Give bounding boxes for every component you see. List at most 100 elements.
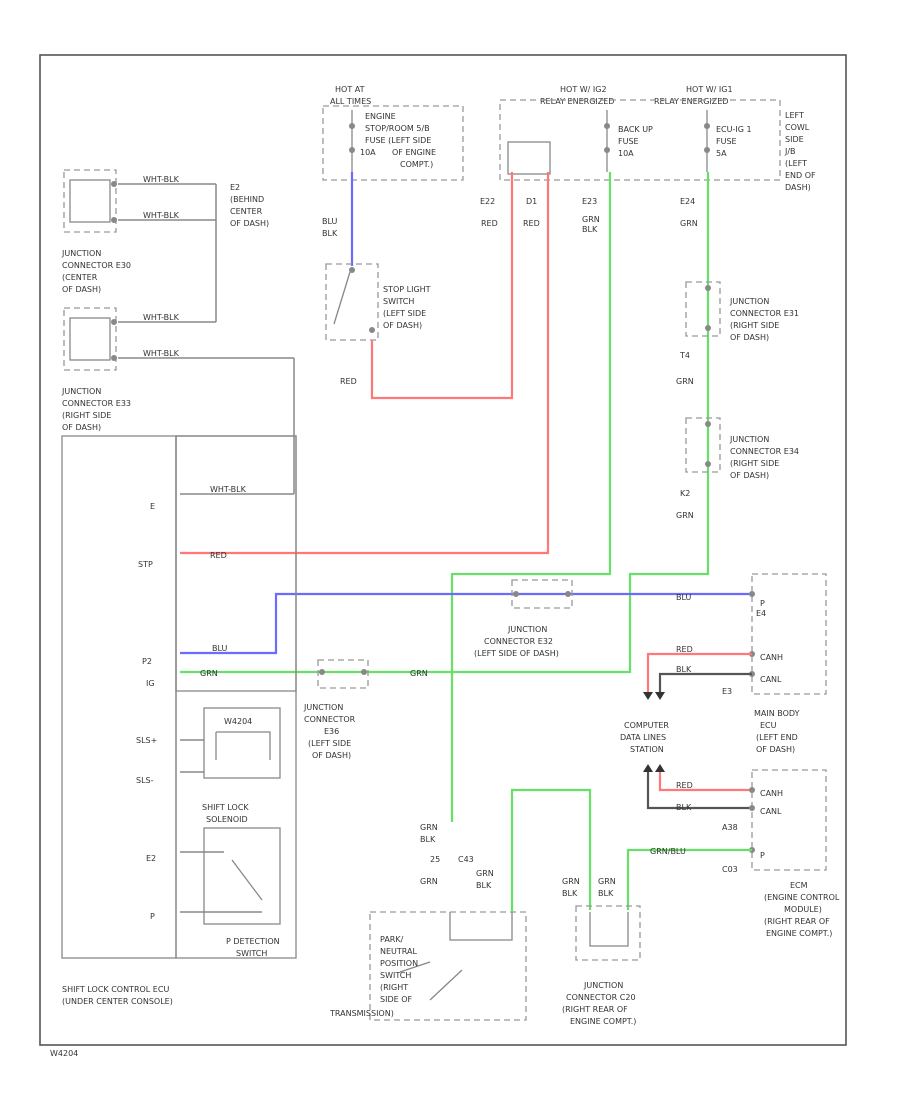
jc-e32-label-3: (LEFT SIDE OF DASH) xyxy=(474,649,559,658)
jc-e30-label-1: JUNCTION xyxy=(61,249,101,258)
wire-blk-pnp-2: BLK xyxy=(476,881,492,890)
ecu-pin-e2: E2 xyxy=(146,854,156,863)
e2-label-3: CENTER xyxy=(230,207,263,216)
ecu-pin-e: E xyxy=(150,502,155,511)
ecm-label-2: (ENGINE CONTROL xyxy=(764,893,840,902)
wire-red-ecm: RED xyxy=(676,781,693,790)
e2-label-2: (BEHIND xyxy=(230,195,264,204)
mainbody-label-3: (LEFT END xyxy=(756,733,798,742)
backup-fuse-1: BACK UP xyxy=(618,125,653,134)
stoplight-label-2: SWITCH xyxy=(383,297,414,306)
main-body-ecu-box xyxy=(751,573,827,695)
wire-grn-pnp-3: GRN xyxy=(476,869,494,878)
hot-at-label-2: ALL TIMES xyxy=(330,97,371,106)
wire-blk-label: BLK xyxy=(322,229,338,238)
jc-e31-label-1: JUNCTION xyxy=(729,297,769,306)
green-wire-ecuig xyxy=(180,172,710,674)
hot-at-group: HOT AT ALL TIMES ENGINE STOP/ROOM 5/B FU… xyxy=(322,85,464,181)
ecm-label-3: MODULE) xyxy=(784,905,822,914)
wire-wht-blk-3: WHT-BLK xyxy=(143,313,180,322)
pin-e4: E4 xyxy=(756,609,766,618)
mainbody-label-1: MAIN BODY xyxy=(754,709,800,718)
junction-e33-group: WHT-BLK WHT-BLK WHT-BLK JUNCTION CONNECT… xyxy=(61,307,295,495)
pdet-label-2: SWITCH xyxy=(236,949,267,958)
pin-c43: C43 xyxy=(458,855,474,864)
wire-grn-pnp-1: GRN xyxy=(420,823,438,832)
relay-energized-1: RELAY ENERGIZED xyxy=(540,97,614,106)
doc-id: W4204 xyxy=(50,1049,78,1058)
jc-e31-label-4: OF DASH) xyxy=(730,333,769,342)
stop-fuse-text-3: FUSE (LEFT SIDE xyxy=(365,136,431,145)
relay-contact xyxy=(507,141,551,175)
wire-blu-label: BLU xyxy=(322,217,338,226)
ecm-canh: CANH xyxy=(760,789,783,798)
wire-blu-p2: BLU xyxy=(212,644,228,653)
wire-grn-c20-1: GRN xyxy=(562,877,580,886)
cowl-6: END OF xyxy=(785,171,816,180)
hot-at-label: HOT AT xyxy=(335,85,365,94)
wire-grn-mid: GRN xyxy=(676,377,694,386)
main-body-ecu-group: P E4 CANH CANL E3 MAIN BODY ECU (LEFT EN… xyxy=(722,573,827,754)
junction-c20-group: GRN BLK GRN BLK JUNCTION CONNECTOR C20 (… xyxy=(562,877,641,1026)
jc-e30-box xyxy=(63,169,117,233)
junction-block-box xyxy=(499,99,781,181)
red-wire-stp xyxy=(180,172,550,555)
blue-wire-p2 xyxy=(180,592,752,655)
shift-lock-ecu-group: E STP P2 IG SLS+ SLS- E2 P W4204 SHIFT L… xyxy=(61,435,297,1006)
jc-e36-label-2: CONNECTOR xyxy=(304,715,356,724)
jc-e33-label-3: (RIGHT SIDE xyxy=(62,411,111,420)
pdet-switch xyxy=(231,859,263,901)
pnp-box xyxy=(369,911,527,1021)
stoplight-box xyxy=(325,263,379,341)
shift-ecu-left xyxy=(61,435,177,959)
hot-ig2-label: HOT W/ IG2 xyxy=(560,85,607,94)
shift-ecu-label-1: SHIFT LOCK CONTROL ECU xyxy=(62,985,169,994)
wire-blk-ecm: BLK xyxy=(676,803,692,812)
jc-e36-label-5: OF DASH) xyxy=(312,751,351,760)
cowl-5: (LEFT xyxy=(785,159,807,168)
ecu-pin-sls-minus: SLS- xyxy=(136,776,154,785)
hot-ig1-label: HOT W/ IG1 xyxy=(686,85,733,94)
red-wire-relay-loop xyxy=(370,172,514,400)
wire-red-canh: RED xyxy=(676,645,693,654)
pnp-switch-group: GRN BLK 25 C43 GRN GRN BLK PARK/ NEUTRAL… xyxy=(329,823,527,1021)
jc-e36-label-1: JUNCTION xyxy=(303,703,343,712)
pnp-label-6: SIDE OF xyxy=(380,995,412,1004)
cdls-label-2: DATA LINES xyxy=(620,733,666,742)
pin-e22: E22 xyxy=(480,197,495,206)
solenoid-code: W4204 xyxy=(224,717,252,726)
ecm-pin-p: P xyxy=(760,851,765,860)
jc-e31-box xyxy=(685,281,721,337)
switch-arm xyxy=(333,271,351,325)
mainbody-label-4: OF DASH) xyxy=(756,745,795,754)
red-wire-canh-ecm xyxy=(658,772,752,792)
junction-e34-group: JUNCTION CONNECTOR E34 (RIGHT SIDE OF DA… xyxy=(676,417,799,520)
wire-grn-blk-top-2: BLK xyxy=(582,225,598,234)
ecu-pin-p2: P2 xyxy=(142,657,152,666)
ecu-pin-sls-plus: SLS+ xyxy=(136,736,157,745)
black-wire-canl-ecm xyxy=(646,772,752,810)
stoplight-label-4: OF DASH) xyxy=(383,321,422,330)
pnp-label-2: NEUTRAL xyxy=(380,947,417,956)
ecu-pin-ig: IG xyxy=(146,679,155,688)
jc-e31-label-3: (RIGHT SIDE xyxy=(730,321,779,330)
pnp-label-4: SWITCH xyxy=(380,971,411,980)
pnp-label-3: POSITION xyxy=(380,959,418,968)
pdet-label-1: P DETECTION xyxy=(226,937,280,946)
wire-blk-pnp-1: BLK xyxy=(420,835,436,844)
wire-wht-blk-4: WHT-BLK xyxy=(143,349,180,358)
junction-e31-group: JUNCTION CONNECTOR E31 (RIGHT SIDE OF DA… xyxy=(676,281,799,386)
jc-e32-label-2: CONNECTOR E32 xyxy=(484,637,553,646)
stop-fuse-box xyxy=(322,105,464,181)
pin-c03: C03 xyxy=(722,865,738,874)
wire-wht-blk-2: WHT-BLK xyxy=(143,211,180,220)
hot-ig-group: HOT W/ IG2 HOT W/ IG1 RELAY ENERGIZED RE… xyxy=(499,85,816,192)
stoplight-label-3: (LEFT SIDE xyxy=(383,309,426,318)
pin-a38: A38 xyxy=(722,823,738,832)
jc-e33-label-1: JUNCTION xyxy=(61,387,101,396)
ecu-pin-stp: STP xyxy=(138,560,153,569)
solenoid-box xyxy=(203,707,281,779)
wire-blk-c20-2: BLK xyxy=(598,889,614,898)
jc-c20-label-4: ENGINE COMPT.) xyxy=(570,1017,636,1026)
